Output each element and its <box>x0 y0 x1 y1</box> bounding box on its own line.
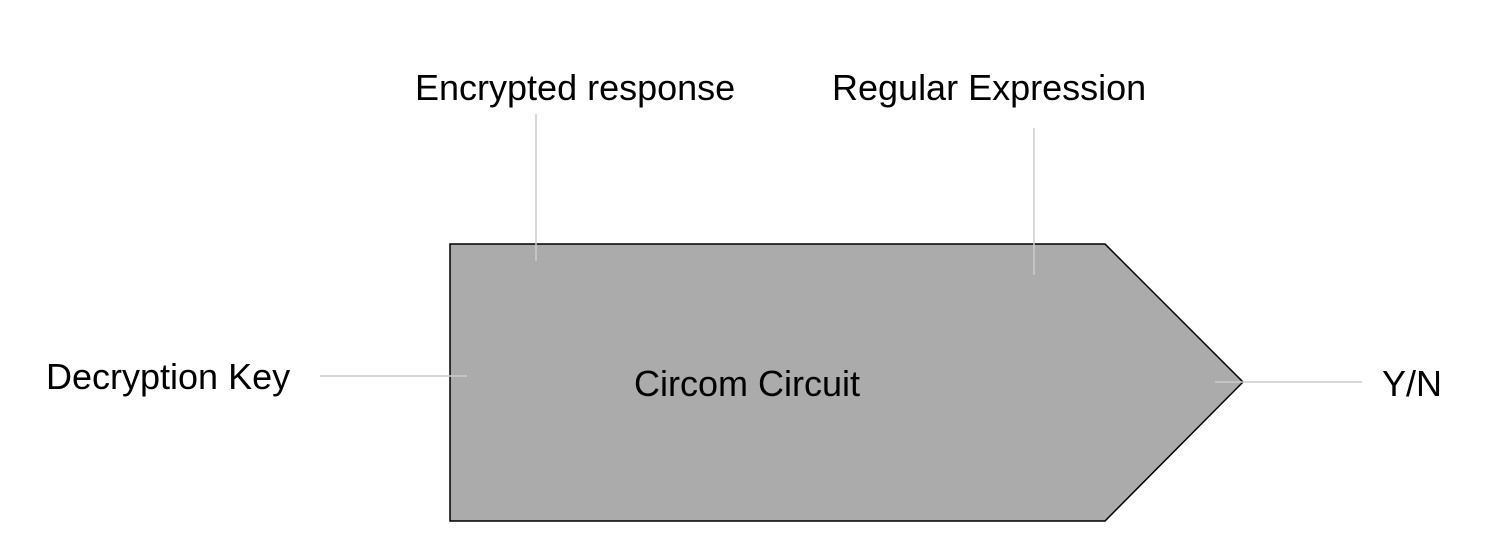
circuit-block-shape <box>449 243 1245 522</box>
regular-expression-label: Regular Expression <box>832 67 1147 108</box>
decryption-key-label: Decryption Key <box>46 356 291 397</box>
yn-output-label: Y/N <box>1382 363 1443 404</box>
encrypted-response-label: Encrypted response <box>415 67 736 108</box>
circuit-block-label: Circom Circuit <box>634 363 861 404</box>
